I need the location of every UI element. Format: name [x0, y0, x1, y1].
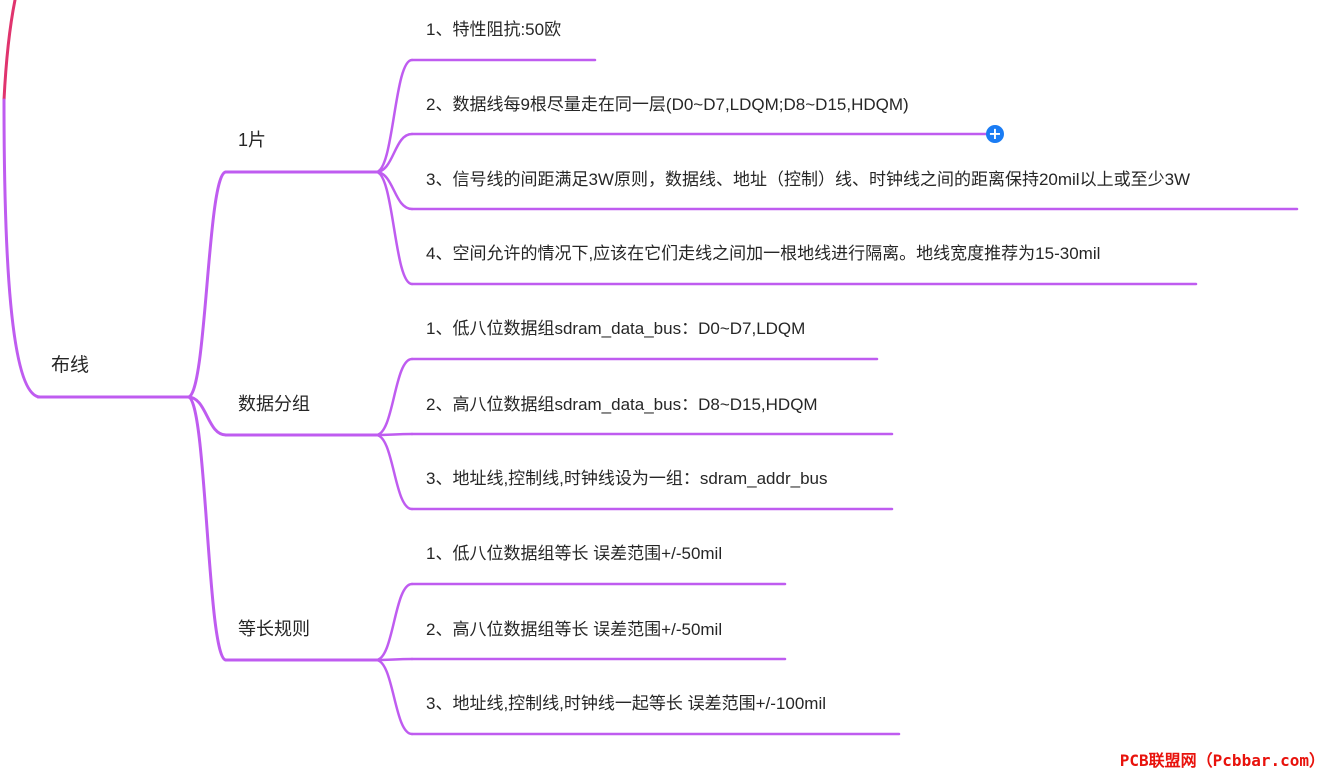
leaf-node-label[interactable]: 2、数据线每9根尽量走在同一层(D0~D7,LDQM;D8~D15,HDQM) [426, 95, 909, 114]
parent-branch-line [2, 0, 17, 102]
group-connector-line [186, 395, 228, 437]
leaf-node-label[interactable]: 4、空间允许的情况下,应该在它们走线之间加一根地线进行隔离。地线宽度推荐为15-… [426, 244, 1101, 263]
leaf-node-label[interactable]: 1、低八位数据组等长 误差范围+/-50mil [426, 544, 723, 563]
group-node-label[interactable]: 1片 [238, 130, 267, 150]
leaf-connector-line [374, 582, 414, 662]
plus-circle-icon: + [988, 124, 1002, 143]
leaf-connector-line [374, 432, 414, 437]
leaf-connector-line [374, 357, 414, 437]
leaf-node-label[interactable]: 2、高八位数据组sdram_data_bus：D8~D15,HDQM [426, 395, 818, 414]
leaf-node-label[interactable]: 3、地址线,控制线,时钟线一起等长 误差范围+/-100mil [426, 694, 827, 713]
leaf-node-label[interactable]: 1、低八位数据组sdram_data_bus：D0~D7,LDQM [426, 319, 806, 338]
group-connector-line [186, 170, 228, 399]
leaf-node-label[interactable]: 2、高八位数据组等长 误差范围+/-50mil [426, 620, 723, 639]
root-node-label[interactable]: 布线 [51, 355, 90, 376]
leaf-connector-line [374, 433, 414, 511]
leaf-node-label[interactable]: 3、地址线,控制线,时钟线设为一组：sdram_addr_bus [426, 469, 828, 488]
leaf-connector-line [374, 132, 414, 174]
watermark: PCB联盟网（Pcbbar.com） [1119, 751, 1325, 770]
leaf-connector-line [374, 658, 414, 736]
root-branch-line [2, 98, 42, 399]
leaf-node-label[interactable]: 1、特性阻抗:50欧 [426, 20, 562, 39]
leaf-node-label[interactable]: 3、信号线的间距满足3W原则，数据线、地址（控制）线、时钟线之间的距离保持20m… [426, 170, 1191, 189]
leaf-connector-line [374, 170, 414, 286]
leaf-connector-line [374, 657, 414, 662]
group-node-label[interactable]: 等长规则 [238, 619, 310, 639]
leaf-connector-line [374, 58, 414, 174]
group-connector-line [186, 395, 228, 662]
group-node-label[interactable]: 数据分组 [238, 394, 310, 414]
add-node-button[interactable]: + [986, 125, 1004, 143]
